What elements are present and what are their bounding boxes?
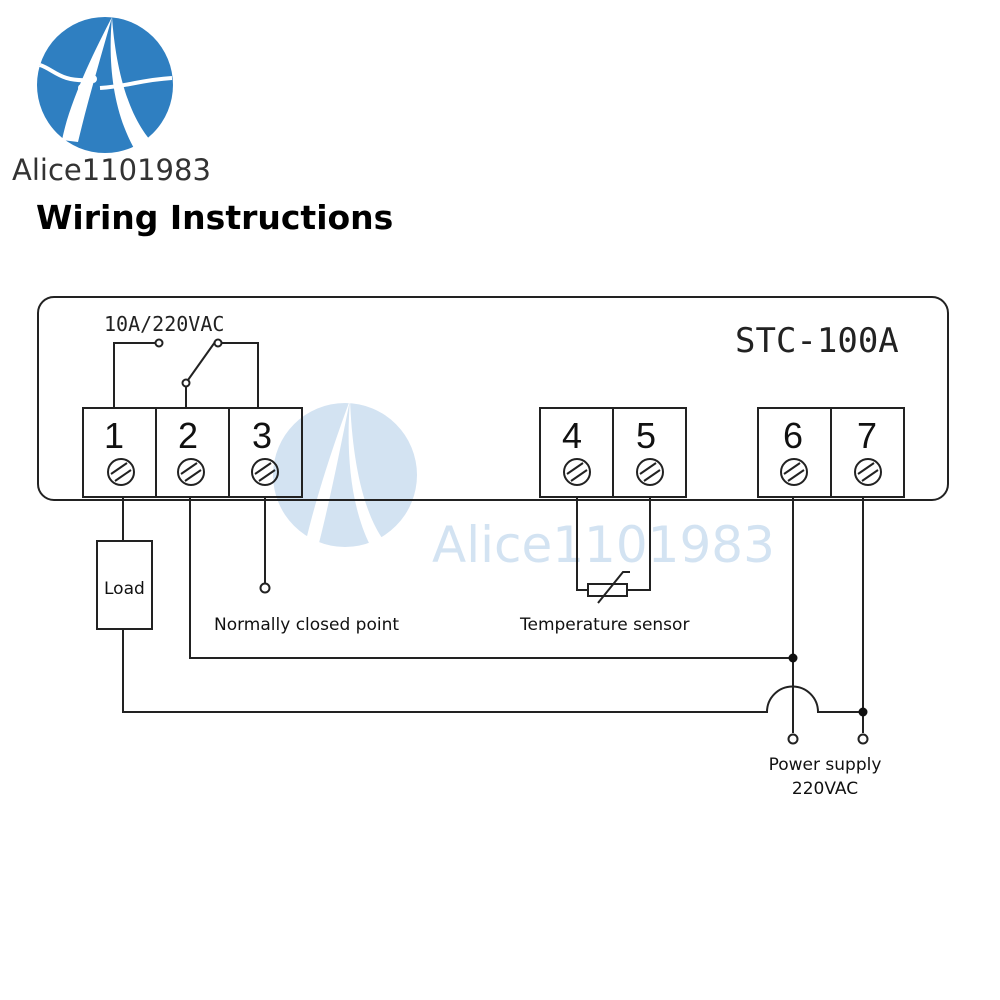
terminal-number: 6 — [783, 415, 803, 456]
terminal-block-power: 6 7 — [757, 407, 905, 498]
controller-body — [37, 296, 949, 501]
watermark: Alice1101983 — [273, 400, 775, 574]
thermistor-icon — [587, 583, 628, 597]
relay-rating: 10A/220VAC — [104, 312, 224, 336]
terminal-7 — [830, 407, 905, 498]
terminal-number: 5 — [636, 415, 656, 456]
external-wiring — [96, 497, 869, 745]
model-label: STC-100A — [735, 321, 899, 361]
power-supply-label: Power supply — [769, 755, 882, 775]
power-supply-voltage-label: 220VAC — [792, 779, 858, 799]
terminal-number: 2 — [178, 415, 198, 456]
terminal-number: 4 — [562, 415, 582, 456]
watermark-text: Alice1101983 — [432, 516, 775, 574]
temperature-sensor-label: Temperature sensor — [519, 615, 689, 635]
terminal-block-sensor: 4 5 — [539, 407, 687, 498]
terminal-number: 3 — [252, 415, 272, 456]
terminal-number: 1 — [104, 415, 124, 456]
relay-contacts — [113, 338, 259, 408]
brand-logo: Alice1101983 — [12, 17, 211, 187]
terminal-number: 7 — [857, 415, 877, 456]
load-label: Load — [104, 579, 145, 599]
screw-icons — [107, 458, 882, 486]
normally-closed-label: Normally closed point — [214, 615, 399, 635]
page-title: Wiring Instructions — [36, 198, 393, 237]
logo-text: Alice1101983 — [12, 153, 211, 187]
load-box — [96, 540, 153, 630]
terminal-block-relay: 1 2 3 — [82, 407, 303, 498]
